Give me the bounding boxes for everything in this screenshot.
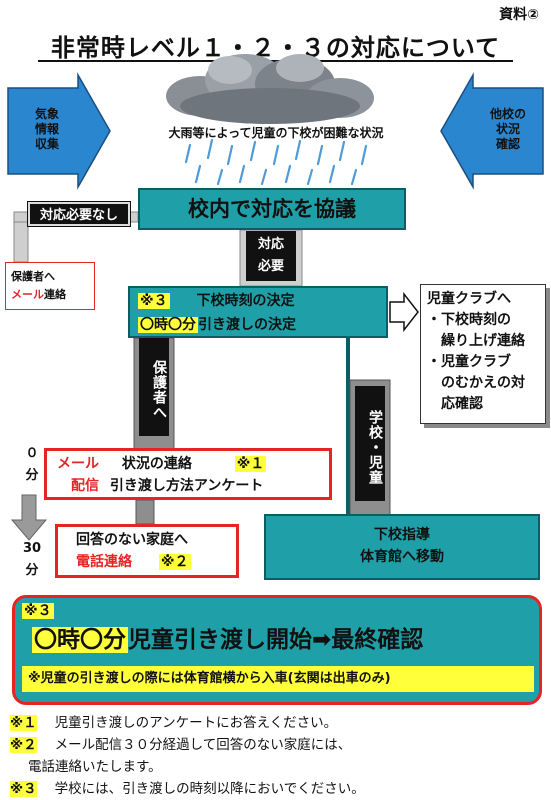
club-item: 繰り上げ連絡 — [441, 333, 525, 349]
consult-box: 校内で対応を協議 — [138, 188, 406, 230]
phone-label: 電話連絡 — [76, 554, 132, 570]
survey-label: 引き渡し方法アンケート — [109, 478, 264, 494]
need-label: 対応 必要 — [246, 231, 296, 281]
no-need-label: 対応必要なし — [27, 201, 131, 227]
delivery-label: 配信 — [71, 478, 99, 494]
decision-line1: 下校時刻の決定 — [196, 293, 295, 309]
club-item: ・下校時刻の — [427, 312, 511, 328]
club-item: ・児童クラブ — [427, 354, 511, 370]
need-label-line: 必要 — [257, 259, 284, 274]
weather-info-line: 気象 — [34, 107, 59, 121]
footnotes: ※１ 児童引き渡しのアンケートにお答えください。 ※２ メール配信３０分経過して回答… — [10, 712, 546, 800]
final-time: 〇時〇分 — [32, 627, 128, 653]
phone-call-box: 回答のない家庭へ 電話連絡 ※２ — [55, 524, 239, 578]
club-item: 応確認 — [441, 396, 483, 412]
document-label: 資料② — [499, 7, 539, 23]
other-schools-line: 他校の — [489, 107, 526, 121]
final-note: ※児童の引き渡しの際には体育館横から入車(玄関は出車のみ) — [22, 666, 534, 692]
school-track-line — [346, 338, 350, 518]
storm-cloud-icon — [166, 54, 374, 124]
weather-info-line: 収集 — [34, 137, 59, 151]
mail-ref: ※１ — [234, 456, 267, 472]
footnote-text: 児童引き渡しのアンケートにお答えください。 — [54, 715, 338, 731]
decision-box: ※３ 下校時刻の決定 〇時〇分引き渡しの決定 — [128, 286, 388, 338]
footnote-mark: ※３ — [10, 781, 37, 797]
club-item: のむかえの対 — [441, 375, 525, 391]
footnote-item: 電話連絡いたします。 — [10, 756, 546, 778]
guardian-notice-rest: 連絡 — [44, 288, 66, 301]
footnote-text: 学校には、引き渡しの時刻以降においでください。 — [54, 781, 365, 797]
time-30-line: 30 — [22, 541, 42, 556]
footnote-mark: ※２ — [10, 737, 37, 753]
time-0-line: ０ — [25, 446, 39, 461]
phone-ref: ※２ — [158, 554, 191, 570]
footnote-text: 電話連絡いたします。 — [28, 759, 162, 775]
other-schools-line: 確認 — [495, 137, 520, 151]
status-label: 状況の連絡 — [121, 456, 192, 472]
guidance-line1: 下校指導 — [374, 527, 430, 543]
final-main: 〇時〇分児童引き渡し開始➡最終確認 — [32, 620, 423, 654]
footnote-mark: ※１ — [10, 715, 37, 731]
guardian-mail-notice: 保護者へ メール連絡 — [5, 262, 95, 310]
footnote-item: ※３ 学校には、引き渡しの時刻以降においでください。 — [10, 778, 546, 800]
guidance-line2: 体育館へ移動 — [360, 549, 444, 565]
other-schools-input: 他校の 状況 確認 — [442, 75, 543, 187]
mail-label: メール — [57, 456, 99, 472]
need-label-line: 対応 — [257, 237, 284, 252]
footnote-item: ※１ 児童引き渡しのアンケートにお答えください。 — [10, 712, 546, 734]
footnote-text: メール配信３０分経過して回答のない家庭には、 — [54, 737, 352, 753]
weather-info-input: 気象 情報 収集 — [8, 75, 109, 187]
time-0-line: 分 — [25, 468, 39, 483]
page-title: 非常時レベル１・２・３の対応について — [50, 34, 501, 62]
guardian-notice-mail: メール — [11, 288, 44, 301]
mail-survey-box: メール 状況の連絡 ※１ 配信 引き渡し方法アンケート — [44, 448, 332, 500]
guidance-box: 下校指導 体育館へ移動 — [264, 514, 540, 580]
other-schools-line: 状況 — [495, 122, 520, 136]
timeline-down-arrow-icon — [10, 494, 48, 541]
decision-line2: 引き渡しの決定 — [198, 317, 296, 333]
weather-info-line: 情報 — [34, 122, 59, 136]
time-30-line: 分 — [25, 563, 39, 578]
guardian-notice-line1: 保護者へ — [11, 270, 55, 283]
decision-time: 〇時〇分 — [138, 317, 198, 333]
title-underline — [38, 60, 513, 62]
final-main-text: 児童引き渡し開始➡最終確認 — [128, 627, 424, 653]
club-title: 児童クラブへ — [427, 291, 511, 307]
decision-ref: ※３ — [138, 293, 170, 309]
situation-label: 大雨等によって児童の下校が困難な状況 — [168, 126, 384, 140]
guardian-track-label: 保護者へ — [139, 338, 169, 436]
time-30-label: 30 分 — [18, 538, 46, 582]
arrow-left-icon — [440, 72, 544, 190]
footnote-item: ※２ メール配信３０分経過して回答のない家庭には、 — [10, 734, 546, 756]
rain-icon — [184, 138, 368, 186]
club-box: 児童クラブへ ・下校時刻の 繰り上げ連絡 ・児童クラブ のむかえの対 応確認 — [420, 284, 546, 424]
time-0-label: ０ 分 — [22, 443, 42, 487]
mail-to-phone-connector — [135, 499, 155, 525]
final-ref: ※３ — [22, 603, 54, 619]
arrow-right-icon — [7, 72, 111, 190]
arrow-to-club-icon — [389, 291, 419, 333]
phone-line1: 回答のない家庭へ — [76, 532, 188, 548]
school-track-label: 学校・児童 — [355, 386, 385, 501]
